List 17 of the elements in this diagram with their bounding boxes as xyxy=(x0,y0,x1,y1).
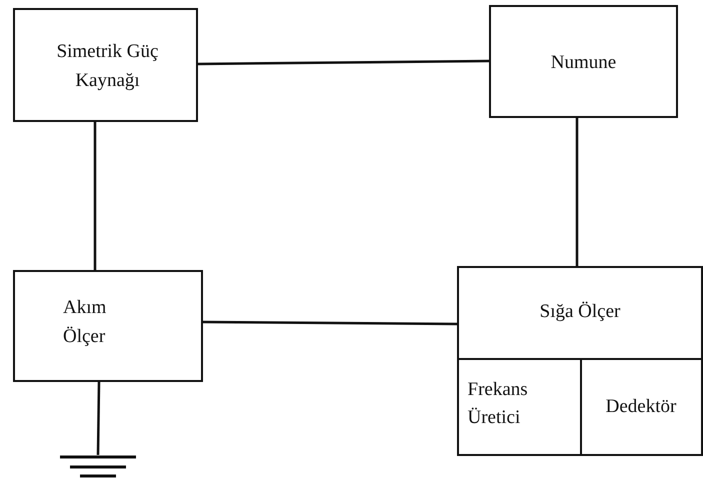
sub-unit-box xyxy=(580,358,702,456)
unit-label: Akım Ölçer xyxy=(62,296,108,348)
unit-box xyxy=(457,266,703,456)
connector-line xyxy=(94,122,96,270)
unit-label: Sığa Ölçer xyxy=(538,300,622,324)
unit-label: Numune xyxy=(550,51,618,75)
unit-label: Dedektör xyxy=(604,394,678,418)
unit-box xyxy=(13,270,203,382)
unit-label: Simetrik Güç Kaynağı xyxy=(56,40,160,92)
connector-line xyxy=(203,320,457,326)
connector-line xyxy=(198,60,490,66)
connector-line xyxy=(96,382,100,456)
ground-symbol xyxy=(60,455,136,479)
connector-line xyxy=(576,118,578,266)
unit-label: Frekans Üretici xyxy=(466,378,529,430)
unit-box xyxy=(13,8,198,122)
unit-box xyxy=(489,5,678,118)
